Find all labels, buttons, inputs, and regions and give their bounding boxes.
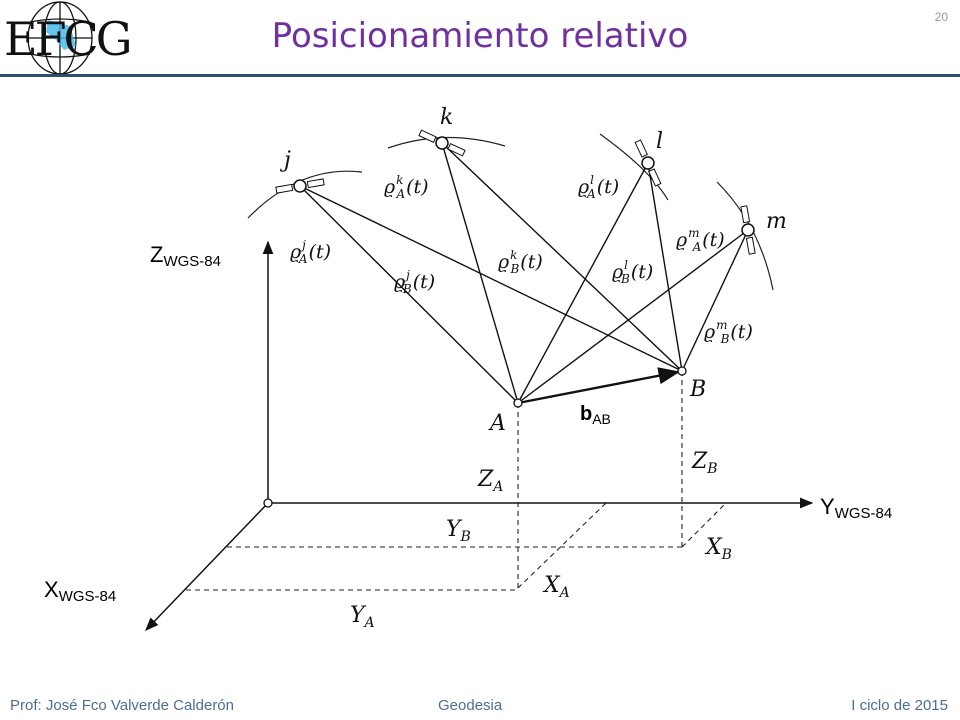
slide-title: Posicionamiento relativo bbox=[271, 16, 689, 56]
coord-label-z-b: ZB bbox=[691, 449, 718, 477]
slide-number: 20 bbox=[934, 10, 948, 24]
logo-text: EFCG bbox=[4, 12, 132, 66]
efcg-logo: EFCG bbox=[0, 0, 140, 80]
baseline-label: bAB bbox=[580, 403, 611, 427]
globe-icon bbox=[27, 1, 93, 75]
satellite-label-j: j bbox=[279, 148, 291, 173]
coordinate-axes bbox=[145, 240, 814, 631]
satellite-l-icon bbox=[634, 139, 662, 187]
origin-point bbox=[263, 498, 273, 508]
footer-author: Prof: José Fco Valverde Calderón bbox=[10, 697, 234, 714]
projection-lines bbox=[186, 371, 727, 591]
coord-label-x-a: XA bbox=[542, 573, 570, 601]
y-axis-label: YWGS-84 bbox=[820, 494, 892, 522]
coord-label-y-b: YB bbox=[446, 517, 471, 545]
range-lines bbox=[299, 142, 749, 404]
coordinate-labels: ZA ZB YB YA XB XA bbox=[350, 449, 732, 631]
satellite-m-icon bbox=[740, 205, 756, 255]
receiver-label-b: B bbox=[689, 377, 706, 402]
receiver-a bbox=[513, 398, 523, 408]
title-rule bbox=[0, 74, 960, 77]
baseline-vector bbox=[517, 367, 681, 405]
satellite-label-k: k bbox=[440, 105, 453, 130]
receiver-b bbox=[677, 366, 687, 376]
coord-label-z-a: ZA bbox=[477, 467, 503, 495]
coord-label-x-b: XB bbox=[704, 535, 732, 563]
z-axis-label: ZWGS-84 bbox=[150, 242, 221, 270]
coord-label-y-a: YA bbox=[350, 603, 375, 631]
satellite-k-icon bbox=[418, 129, 466, 157]
relative-positioning-diagram: j k l m A B bAB ZWGS-84 YWGS-84 XWGS-84 … bbox=[44, 105, 892, 631]
satellite-j-icon bbox=[275, 178, 325, 194]
x-axis-label: XWGS-84 bbox=[44, 577, 116, 605]
satellite-label-m: m bbox=[766, 209, 787, 234]
footer-course: Geodesia bbox=[438, 697, 503, 714]
satellite-label-l: l bbox=[656, 129, 663, 154]
receiver-label-a: A bbox=[488, 411, 506, 436]
footer-term: I ciclo de 2015 bbox=[851, 697, 948, 714]
